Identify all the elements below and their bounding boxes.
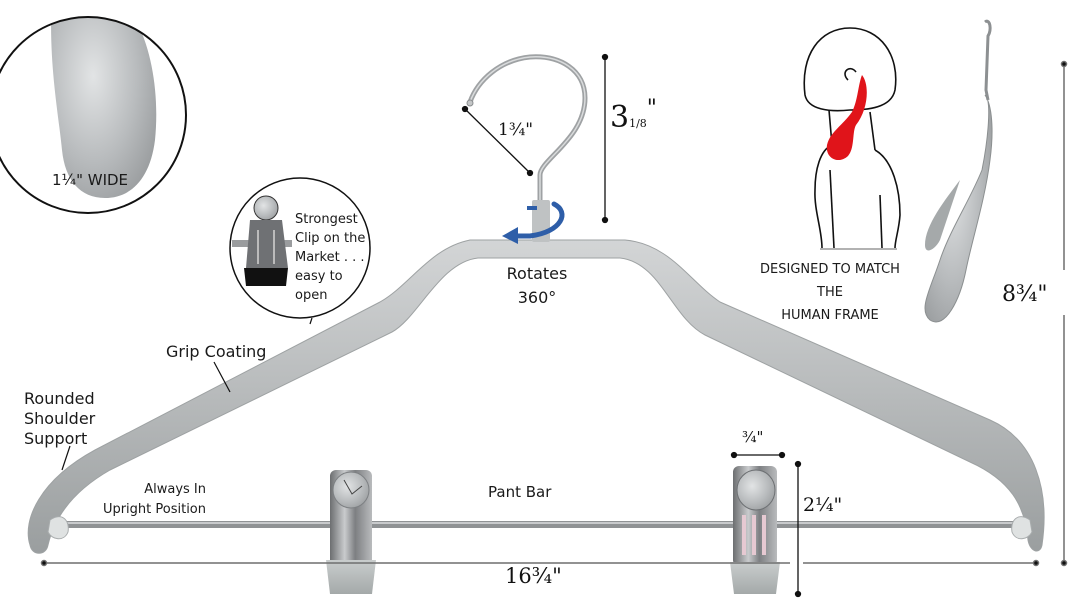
rotates-line: Rotates [506,264,568,283]
clip-callout-line: Clip on the [295,231,366,246]
hook-height-fraction: 1/8 [629,117,647,130]
clip-width-dimension: ¾" [742,428,764,446]
grip-coating-label: Grip Coating [166,342,267,361]
human-frame-line: HUMAN FRAME [781,308,879,323]
hanger-body [27,239,1045,554]
shoulder-detail-circle [0,16,187,214]
upright-line: Always In [144,482,206,497]
upright-line: Upright Position [102,502,206,517]
hook-height-whole: 3 [610,100,630,135]
clip-callout-line: Strongest [295,212,358,227]
pant-bar [47,516,1033,540]
side-view-hanger [924,19,993,323]
clip-callout: Strongest Clip on the Market . . . easy … [295,210,365,305]
rounded-shoulder-label: Rounded Shoulder Support [24,389,95,449]
rounded-shoulder-line: Support [24,429,88,448]
human-frame-label: DESIGNED TO MATCH THE HUMAN FRAME [740,258,920,327]
rotate-arrow-icon [502,201,565,244]
human-frame-highlight [826,75,867,161]
rotates-label: Rotates 360° [492,262,582,310]
clip-height-dimension: 2¼" [803,494,843,516]
leader-lines [61,317,313,471]
rotates-line: 360° [517,288,557,307]
pant-bar-label: Pant Bar [488,483,552,501]
clip-callout-line: Market . . . [295,250,365,265]
human-frame-line: DESIGNED TO MATCH [760,262,900,277]
right-pant-clip [730,466,780,594]
hook-height-mark: " [646,96,657,121]
dimension-lines [461,53,802,598]
total-dimension-lines [40,60,1068,567]
clip-callout-line: easy to [295,269,343,284]
hook-opening-dimension: 1¾" [498,120,534,140]
clip-callout-line: open [295,288,328,303]
human-profile-icon [803,27,901,250]
pant-clip-icon [229,177,371,319]
rounded-shoulder-line: Shoulder [24,409,96,428]
upright-label: Always In Upright Position [88,480,206,520]
hook [466,54,588,242]
shoulder-width-label: 1¼" WIDE [52,171,129,189]
left-pant-clip [326,470,376,594]
total-width-dimension: 16¾" [505,564,562,588]
human-frame-line: THE [817,285,843,300]
rounded-shoulder-line: Rounded [24,389,95,408]
total-height-dimension: 8¾" [1002,282,1048,307]
hook-height-dimension: 31/8" [610,96,657,135]
